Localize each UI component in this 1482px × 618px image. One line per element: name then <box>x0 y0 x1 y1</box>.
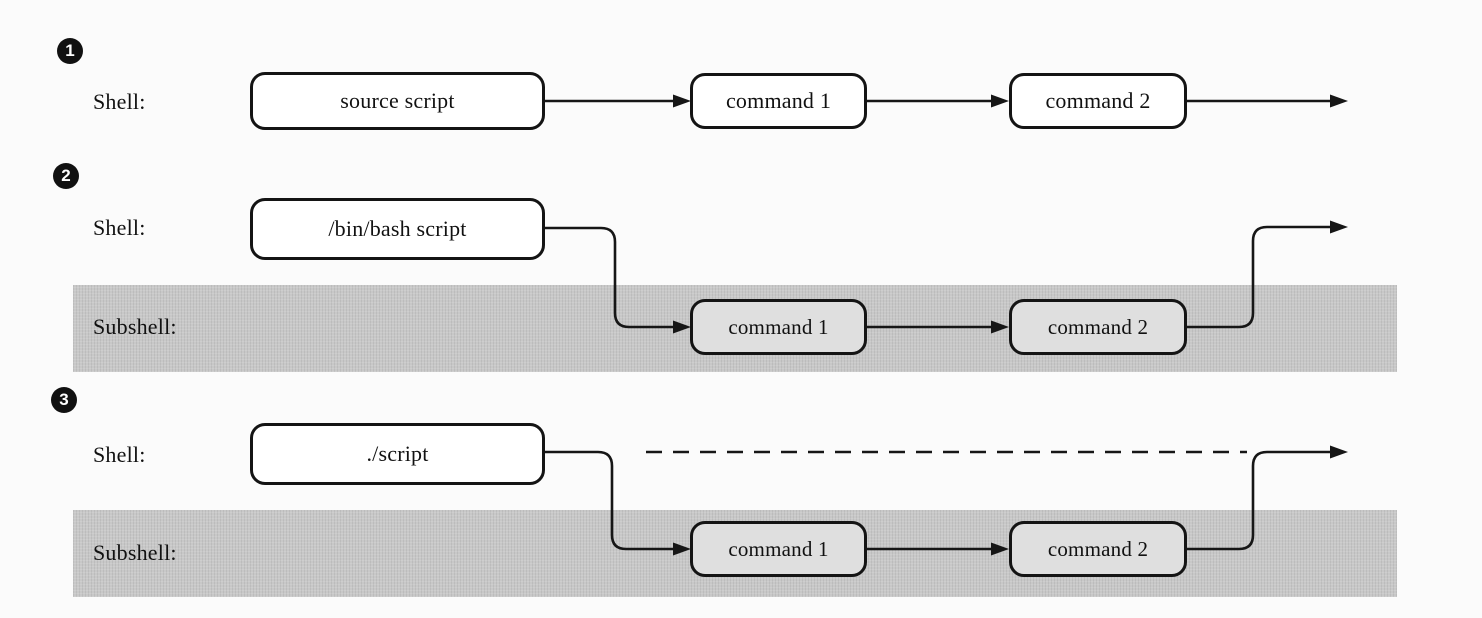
source-script-box: source script <box>250 72 545 130</box>
arrowhead-icon <box>1330 94 1348 108</box>
section-1-shell-label: Shell: <box>93 89 146 114</box>
arrowhead-icon <box>991 94 1009 108</box>
section-3-number-badge: 3 <box>51 387 77 413</box>
arrowhead-icon <box>673 94 691 108</box>
arrowhead-icon <box>1330 445 1348 459</box>
arrow-line-subshell-return-s3 <box>1187 450 1332 551</box>
section-3-command-2-box: command 2 <box>1009 521 1187 577</box>
arrow-line-script-to-subshell <box>545 450 676 551</box>
section-2-command-2-box: command 2 <box>1009 299 1187 355</box>
arrow-line-subshell-return-s2 <box>1187 225 1332 329</box>
section-3-command-1-box: command 1 <box>690 521 867 577</box>
dot-slash-script-box: ./script <box>250 423 545 485</box>
arrowhead-icon <box>991 542 1009 556</box>
section-2-command-1-box: command 1 <box>690 299 867 355</box>
section-1-command-1-box: command 1 <box>690 73 867 129</box>
bin-bash-script-box: /bin/bash script <box>250 198 545 260</box>
arrowhead-icon <box>673 320 691 334</box>
section-2-subshell-label: Subshell: <box>93 314 177 339</box>
arrow-line-bash-to-subshell <box>545 226 676 329</box>
section-3-subshell-label: Subshell: <box>93 540 177 565</box>
section-2-shell-label: Shell: <box>93 215 146 240</box>
section-2-number-badge: 2 <box>53 163 79 189</box>
arrowhead-icon <box>991 320 1009 334</box>
section-3-shell-label: Shell: <box>93 442 146 467</box>
arrowhead-icon <box>1330 220 1348 234</box>
section-1-command-2-box: command 2 <box>1009 73 1187 129</box>
section-1-number-badge: 1 <box>57 38 83 64</box>
arrowhead-icon <box>673 542 691 556</box>
